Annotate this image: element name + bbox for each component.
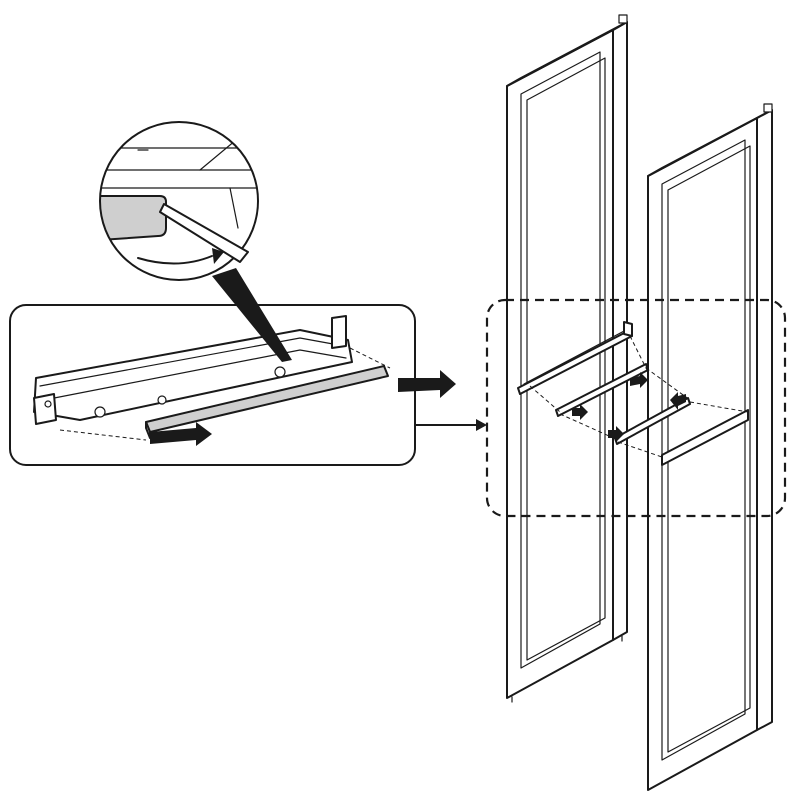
right-frame-side [756, 109, 773, 731]
rail-set [517, 321, 749, 458]
left-frame-outer [506, 29, 614, 699]
screwdriver-icon [159, 203, 249, 263]
detail-zoom-circle [99, 121, 292, 362]
rotation-arrow-icon [137, 248, 224, 265]
right-frame-hinge-top [763, 103, 773, 113]
right-frame-inner2 [667, 145, 751, 753]
slide-arrow-left [150, 422, 212, 446]
connector-arrow [414, 419, 487, 431]
right-frame-inner [661, 139, 746, 761]
left-frame-inner [520, 51, 601, 669]
dashed-focus-region [485, 298, 787, 518]
rail-detail-callout [9, 304, 456, 466]
track-end-right [331, 315, 347, 349]
right-frame-crossbar [661, 409, 749, 466]
track-end-left [33, 393, 57, 425]
slide-arrow-right [398, 370, 456, 398]
track-body [33, 329, 353, 421]
left-frame-inner2 [526, 57, 606, 661]
lower-rail [614, 397, 691, 445]
zoom-pointer [212, 268, 292, 362]
left-door-frame [506, 14, 628, 703]
clip-latch [100, 195, 167, 241]
left-frame-hinge-top [618, 14, 628, 24]
direction-arrow-icon [572, 372, 686, 442]
right-door-frame [647, 103, 773, 791]
